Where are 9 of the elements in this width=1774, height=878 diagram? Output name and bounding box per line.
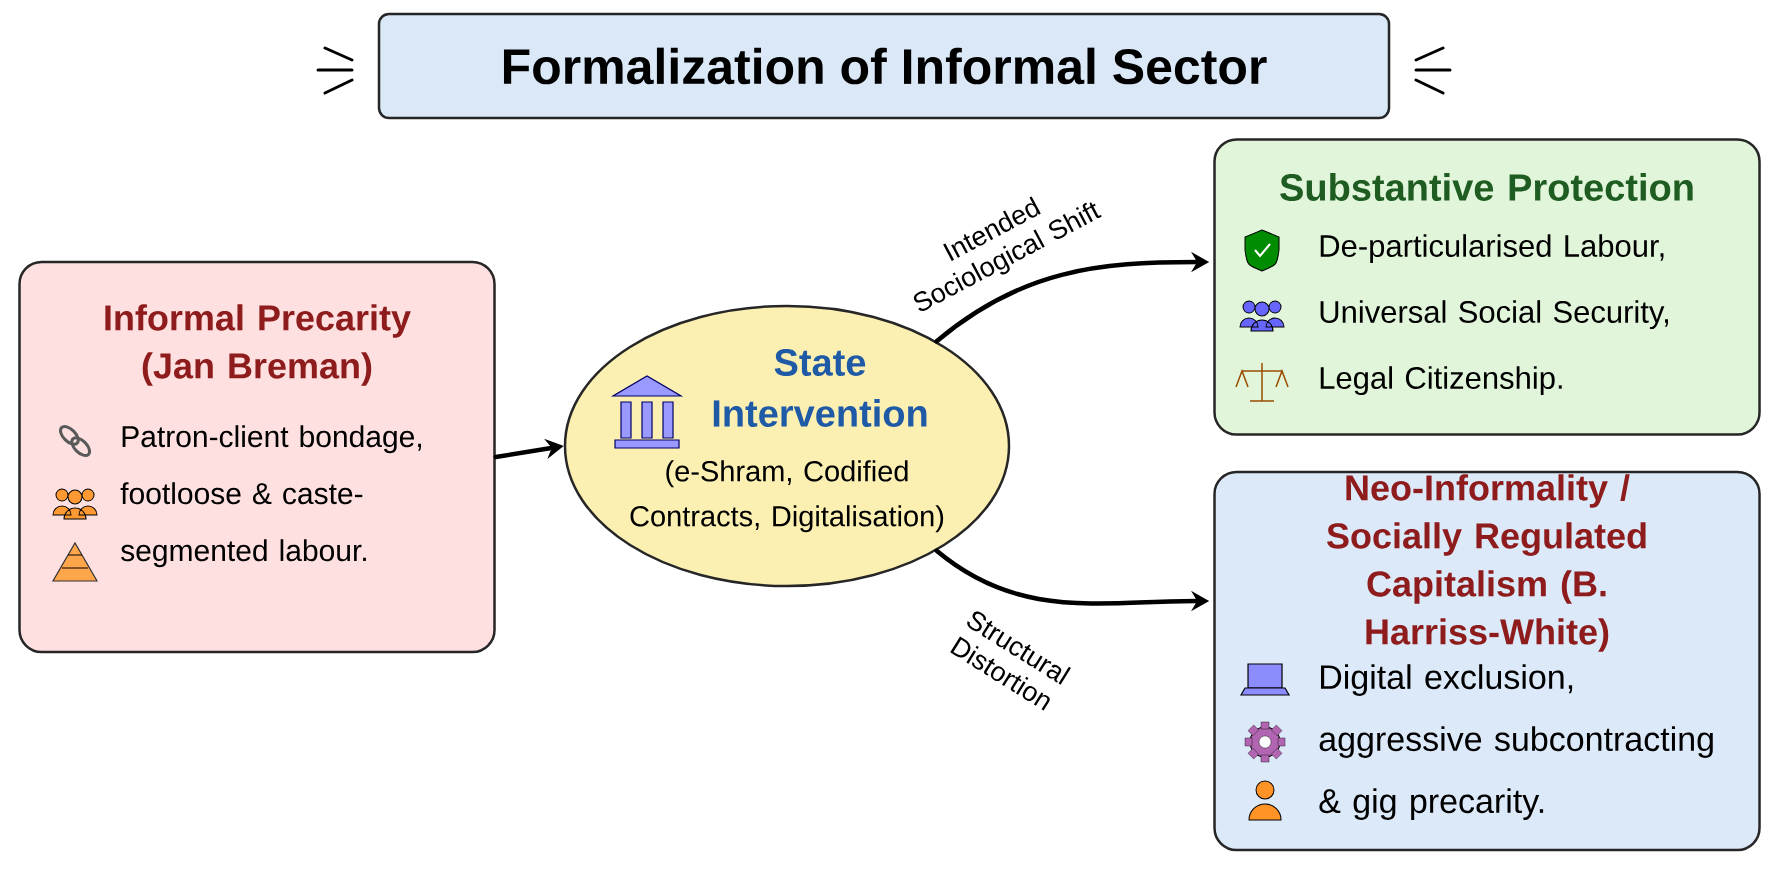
node-body: (e-Shram, Codified Contracts, Digitalisation) <box>630 460 944 533</box>
title-box: Formalization of Informal Sector <box>377 12 1391 120</box>
node-body: Patron-client bondage, footloose & caste-segmented labour. <box>120 425 421 568</box>
node-heading: State Intervention <box>713 349 927 427</box>
node-heading: Informal Precarity (Jan Breman) <box>105 304 411 386</box>
node-body: Digital exclusion, aggressive subcontracting & gig precarity. <box>1319 664 1713 820</box>
node-body: De-particularised Labour, Universal Social Security, Legal Citizenship. <box>1320 234 1668 396</box>
node-heading: Substantive Protection <box>1280 173 1693 201</box>
node-heading: Neo-Informality / Socially Regulated Capitalism (B. Harriss-White) <box>1327 474 1646 652</box>
